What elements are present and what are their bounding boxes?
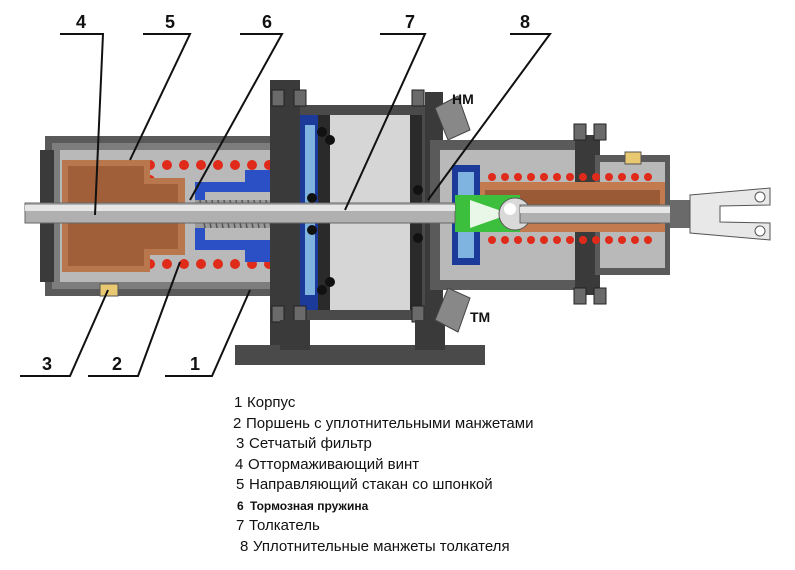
spring-coil: [196, 259, 206, 269]
callout-6: 6: [262, 12, 272, 32]
seal-ring: [307, 193, 317, 203]
spring-coil: [605, 236, 613, 244]
bolt: [271, 305, 285, 323]
seal-ring: [413, 185, 423, 195]
spring-coil: [618, 173, 626, 181]
spring-coil: [566, 173, 574, 181]
spring-coil: [592, 173, 600, 181]
spring-coil: [618, 236, 626, 244]
spring-coil: [196, 160, 206, 170]
spring-coil: [579, 236, 587, 244]
spring-coil: [553, 236, 561, 244]
bolt: [411, 89, 425, 107]
bolt: [411, 305, 425, 323]
spring-coil: [527, 236, 535, 244]
seal-ring: [317, 285, 327, 295]
pushrod-head: [455, 195, 532, 232]
spring-coil: [527, 173, 535, 181]
spring-coil: [162, 259, 172, 269]
spring-coil: [230, 259, 240, 269]
spring-coil: [488, 173, 496, 181]
spring-coil: [540, 236, 548, 244]
port-tm: [434, 287, 471, 333]
seal-ring: [325, 277, 335, 287]
mounting-bolts: [271, 89, 607, 323]
seal-ring: [325, 135, 335, 145]
spring-coil: [488, 236, 496, 244]
callout-1: 1: [190, 354, 200, 374]
bolt: [593, 123, 607, 141]
spring-coil: [213, 160, 223, 170]
seal-ring: [307, 225, 317, 235]
seal-ring: [413, 233, 423, 243]
spring-coil: [566, 236, 574, 244]
callout-2: 2: [112, 354, 122, 374]
spring-coil: [179, 160, 189, 170]
spring-coil: [247, 160, 257, 170]
spring-coil: [162, 160, 172, 170]
clevis: [670, 187, 771, 241]
port-label-nm: НМ: [452, 91, 474, 107]
spring-coil: [644, 236, 652, 244]
port-nm: [434, 95, 471, 141]
bolt: [573, 123, 587, 141]
bolt: [293, 305, 307, 323]
spring-coil: [605, 173, 613, 181]
spring-coil: [501, 236, 509, 244]
spring-coil: [540, 173, 548, 181]
spring-coil: [179, 259, 189, 269]
callout-8: 8: [520, 12, 530, 32]
return-spring-right: [488, 173, 652, 244]
spring-coil: [553, 173, 561, 181]
bolt: [593, 287, 607, 305]
callout-leaders: [20, 33, 552, 377]
bolt: [293, 89, 307, 107]
bolt: [271, 89, 285, 107]
callout-7: 7: [405, 12, 415, 32]
spring-coil: [579, 173, 587, 181]
spring-coil: [514, 236, 522, 244]
spring-coil: [592, 236, 600, 244]
mesh-filter: [99, 283, 119, 297]
spring-coil: [213, 259, 223, 269]
spring-coil: [644, 173, 652, 181]
callout-5: 5: [165, 12, 175, 32]
callout-3: 3: [42, 354, 52, 374]
pushrod: [24, 202, 676, 224]
spring-coil: [631, 236, 639, 244]
mount-base: [235, 320, 485, 365]
filter-right: [624, 151, 642, 165]
spring-coil: [501, 173, 509, 181]
port-label-tm: ТМ: [470, 309, 490, 325]
brake-chamber-diagram: 4 5 6 7 8 3 2 1 НМ ТМ: [20, 12, 771, 377]
bolt: [573, 287, 587, 305]
seal-ring: [317, 127, 327, 137]
spring-coil: [230, 160, 240, 170]
spring-coil: [631, 173, 639, 181]
spring-coil: [514, 173, 522, 181]
callout-4: 4: [76, 12, 86, 32]
